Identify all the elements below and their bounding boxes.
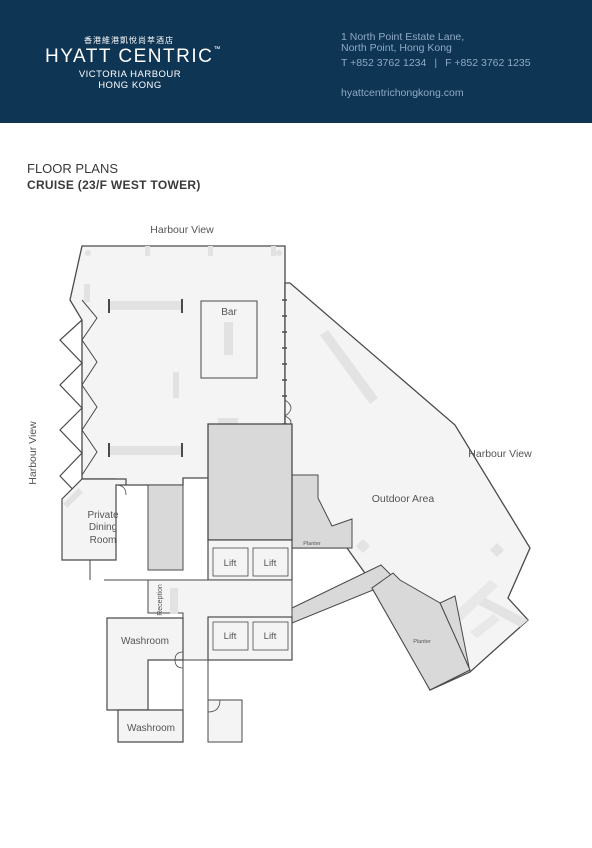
washroom-lower-label: Washroom (127, 723, 175, 734)
outdoor-column (355, 538, 371, 554)
fax-number: F +852 3762 1235 (445, 57, 531, 69)
lift-4-label: Lift (264, 631, 277, 642)
logo-subtitle-location: VICTORIA HARBOUR (78, 69, 182, 80)
outdoor-bench-strip (470, 594, 528, 627)
door-swing (207, 699, 221, 713)
private-dining-label-3: Room (90, 535, 117, 546)
planter-bottom-area (371, 572, 471, 691)
lift-2-label: Lift (264, 558, 277, 569)
outdoor-bench-strip (320, 330, 378, 404)
lift-4 (252, 621, 289, 651)
reception-desk (147, 484, 184, 571)
furniture-strip (108, 299, 110, 313)
washroom-upper (106, 617, 184, 711)
address-line-1: 1 North Point Estate Lane, (341, 31, 465, 43)
phone-number: T +852 3762 1234 (341, 57, 427, 69)
reception-label: Reception (157, 584, 164, 616)
zigzag-facade-inner (81, 299, 98, 476)
outdoor-column (489, 542, 505, 558)
washroom-upper-label: Washroom (121, 636, 169, 647)
furniture-strip (84, 284, 90, 302)
page-title: FLOOR PLANS (27, 161, 119, 176)
wall-ticks (282, 299, 287, 425)
contact-numbers: T +852 3762 1234 | F +852 3762 1235 (341, 57, 531, 69)
reception-counter (170, 588, 178, 614)
harbour-view-left-label: Harbour View (27, 421, 39, 485)
lift-1-label: Lift (224, 558, 237, 569)
pdr-furniture (63, 488, 83, 508)
furniture-strip (181, 443, 183, 457)
furniture-strip (218, 418, 238, 424)
lift-2 (252, 547, 289, 577)
address-line-2: North Point, Hong Kong (341, 42, 452, 54)
planter-top-label: Planter (303, 541, 321, 547)
window-mullion (208, 246, 213, 256)
furniture-strip (181, 299, 183, 313)
furniture-strip (109, 301, 181, 310)
furniture-strip (109, 446, 181, 455)
furniture-strip (108, 443, 110, 457)
column (276, 250, 282, 256)
logo-chinese-name: 香港維港凱悅尚萃酒店 (84, 36, 174, 45)
outdoor-bench-strip (452, 580, 498, 622)
bar-island (224, 322, 233, 355)
furniture-strip (173, 372, 179, 398)
planter-bottom-label: Planter (413, 639, 431, 645)
door-swing (174, 651, 184, 669)
logo-trademark: ™ (213, 46, 222, 53)
harbour-view-top-label: Harbour View (150, 224, 214, 236)
page-subtitle: CRUISE (23/F WEST TOWER) (27, 178, 201, 192)
private-dining-label-2: Dining (89, 522, 117, 533)
logo-subtitle-city: HONG KONG (98, 80, 162, 91)
planter-top (291, 474, 353, 549)
lift-1 (212, 547, 249, 577)
door-swing (115, 484, 127, 496)
outdoor-bench-strip (470, 614, 500, 638)
back-room (207, 699, 243, 743)
window-mullion (145, 246, 150, 256)
window-mullion (271, 246, 276, 256)
logo-wordmark: HYATT CENTRIC (45, 46, 214, 67)
private-dining-label-1: Private (87, 510, 119, 521)
harbour-view-right-label: Harbour View (468, 448, 532, 460)
outdoor-area-label: Outdoor Area (372, 493, 435, 505)
website-link[interactable]: hyattcentrichongkong.com (341, 87, 464, 99)
service-core (207, 423, 293, 541)
private-dining-room (61, 478, 127, 561)
hotel-logo: HYATT CENTRIC™ (45, 46, 222, 68)
lift-3-label: Lift (224, 631, 237, 642)
contact-separator: | (434, 57, 438, 69)
header-banner: 香港維港凱悅尚萃酒店 HYATT CENTRIC™ VICTORIA HARBO… (0, 0, 592, 123)
zigzag-facade (59, 319, 83, 500)
column (85, 250, 91, 256)
lift-3 (212, 621, 249, 651)
bar-label: Bar (221, 307, 237, 318)
